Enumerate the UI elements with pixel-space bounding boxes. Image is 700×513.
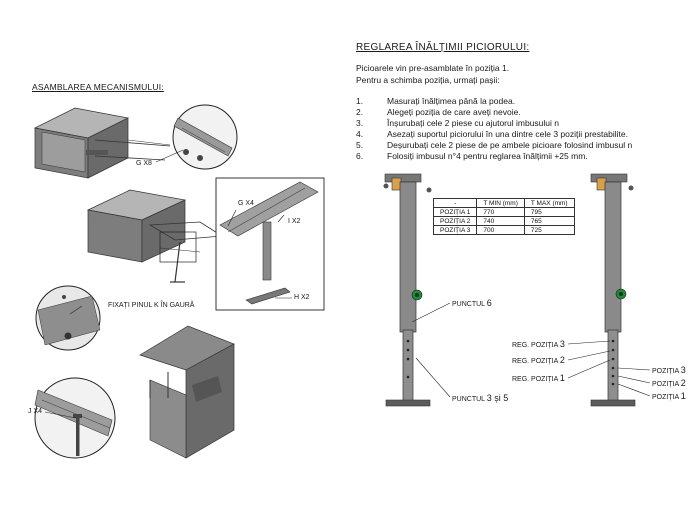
label-pozitia-1: POZIȚIA 1 <box>652 391 686 401</box>
label-number: 2 <box>559 355 565 365</box>
callout-i-x2: I X2 <box>288 218 301 225</box>
step-number: 6. <box>356 151 364 161</box>
table-cell: POZIȚIA 1 <box>432 207 478 217</box>
label-text: REG. POZIȚIA <box>512 376 558 383</box>
label-text: POZIȚIA <box>652 381 679 388</box>
label-pozitia-2: POZIȚIA 2 <box>652 378 686 388</box>
detail-circle-rail <box>127 104 238 170</box>
label-punctul-3-5: PUNCTUL 3 și 5 <box>452 393 508 403</box>
label-punctul-6: PUNCTUL 6 <box>452 298 492 308</box>
detail-circle-pin <box>35 285 101 351</box>
step-number: 2. <box>356 107 364 117</box>
label-number: 3 și 5 <box>486 393 509 403</box>
detail-frame-leg <box>215 177 325 311</box>
step-number: 5. <box>356 140 364 150</box>
cabinet-box-bottom <box>139 325 235 459</box>
label-number: 3 <box>559 339 565 349</box>
callout-pin: FIXAȚI PINUL K ÎN GAURĂ <box>108 302 195 309</box>
label-text: POZIȚIA <box>652 394 679 401</box>
label-pozitia-3: POZIȚIA 3 <box>652 365 686 375</box>
table-header: - <box>432 198 478 208</box>
table-header: T MIN (mm) <box>476 198 525 208</box>
label-reg-pozitia-3: REG. POZIȚIA 3 <box>512 339 565 349</box>
label-number: 2 <box>680 378 686 388</box>
step-text: Deșurubați cele 2 piese de pe ambele pic… <box>387 140 633 150</box>
label-text: PUNCTUL <box>452 396 485 403</box>
table-row: POZIȚIA 1 770 795 <box>432 207 575 217</box>
table-cell: 700 <box>476 225 525 235</box>
table-cell: 740 <box>476 216 525 226</box>
table-row: POZIȚIA 3 700 725 <box>432 225 575 235</box>
cabinet-box-top <box>33 107 171 179</box>
label-text: PUNCTUL <box>452 301 485 308</box>
callout-g-x8: G X8 <box>136 160 152 167</box>
callout-g-x4: G X4 <box>238 200 254 207</box>
table-cell: 725 <box>523 225 575 235</box>
leg-left <box>383 173 432 407</box>
step-text: Folosiți imbusul n°4 pentru reglarea înă… <box>387 151 588 161</box>
label-number: 3 <box>680 365 686 375</box>
section-title-assembly: ASAMBLAREA MECANISMULUI: <box>32 82 164 92</box>
intro-line-2: Pentru a schimba poziția, urmați pașii: <box>356 75 500 85</box>
table-cell: POZIȚIA 3 <box>432 225 478 235</box>
cabinet-box-middle <box>86 189 224 283</box>
step-number: 3. <box>356 118 364 128</box>
leg-right <box>590 173 636 407</box>
table-cell: POZIȚIA 2 <box>432 216 478 226</box>
label-number: 1 <box>559 373 565 383</box>
label-text: REG. POZIȚIA <box>512 342 558 349</box>
intro-line-1: Picioarele vin pre-asamblate în poziția … <box>356 63 510 73</box>
step-text: Asezați suportul piciorului în una dintr… <box>387 129 628 139</box>
position-table: - T MIN (mm) T MAX (mm) POZIȚIA 1 770 79… <box>432 198 575 235</box>
label-number: 1 <box>680 391 686 401</box>
table-header: T MAX (mm) <box>523 198 575 208</box>
step-text: Alegeți poziția de care aveți nevoie. <box>387 107 521 117</box>
table-cell: 770 <box>476 207 525 217</box>
label-text: REG. POZIȚIA <box>512 358 558 365</box>
table-cell: 795 <box>523 207 575 217</box>
table-row: POZIȚIA 2 740 765 <box>432 216 575 226</box>
leader-lines <box>44 149 651 419</box>
table-header-row: - T MIN (mm) T MAX (mm) <box>432 198 575 208</box>
step-number: 4. <box>356 129 364 139</box>
step-number: 1. <box>356 96 364 106</box>
step-text: Înșurubați cele 2 piese cu ajutorul imbu… <box>387 118 559 128</box>
label-reg-pozitia-1: REG. POZIȚIA 1 <box>512 373 565 383</box>
callout-h-x2: H X2 <box>294 294 310 301</box>
step-text: Masurați înălțimea până la podea. <box>387 96 516 106</box>
table-cell: 765 <box>523 216 575 226</box>
label-text: POZIȚIA <box>652 368 679 375</box>
label-reg-pozitia-2: REG. POZIȚIA 2 <box>512 355 565 365</box>
section-title-height: REGLAREA ÎNĂLȚIMII PICIORULUI: <box>356 42 530 53</box>
callout-j-x4: J X4 <box>28 408 43 415</box>
label-number: 6 <box>486 298 492 308</box>
